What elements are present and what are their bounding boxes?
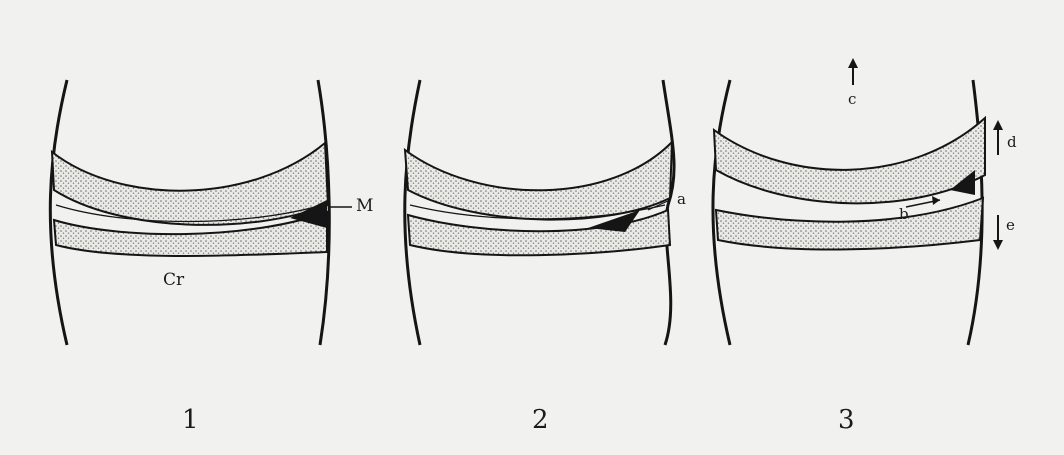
label-c: c: [848, 92, 856, 107]
panel-1: [50, 80, 352, 345]
label-cartilage: Cr: [163, 272, 184, 289]
lower-cartilage: [716, 198, 983, 249]
arrow-e-head: [993, 240, 1003, 250]
upper-cartilage: [714, 118, 985, 203]
upper-cartilage: [52, 143, 328, 225]
label-meniscus: M: [356, 198, 373, 215]
panel-3: [713, 58, 1003, 345]
label-e: e: [1006, 218, 1015, 233]
label-d: d: [1007, 135, 1017, 150]
panel-number-1: 1: [182, 407, 199, 433]
bone-outline-left: [50, 80, 67, 345]
panel-number-2: 2: [532, 407, 549, 433]
bone-outline-left: [405, 80, 420, 345]
label-a: a: [677, 192, 686, 207]
arrow-d-head: [993, 120, 1003, 130]
arrow-b-head: [932, 196, 940, 205]
arrow-c-head: [848, 58, 858, 68]
upper-cartilage: [405, 142, 672, 220]
panel-2: [405, 80, 674, 345]
panel-number-3: 3: [838, 407, 855, 433]
label-b: b: [899, 207, 909, 222]
